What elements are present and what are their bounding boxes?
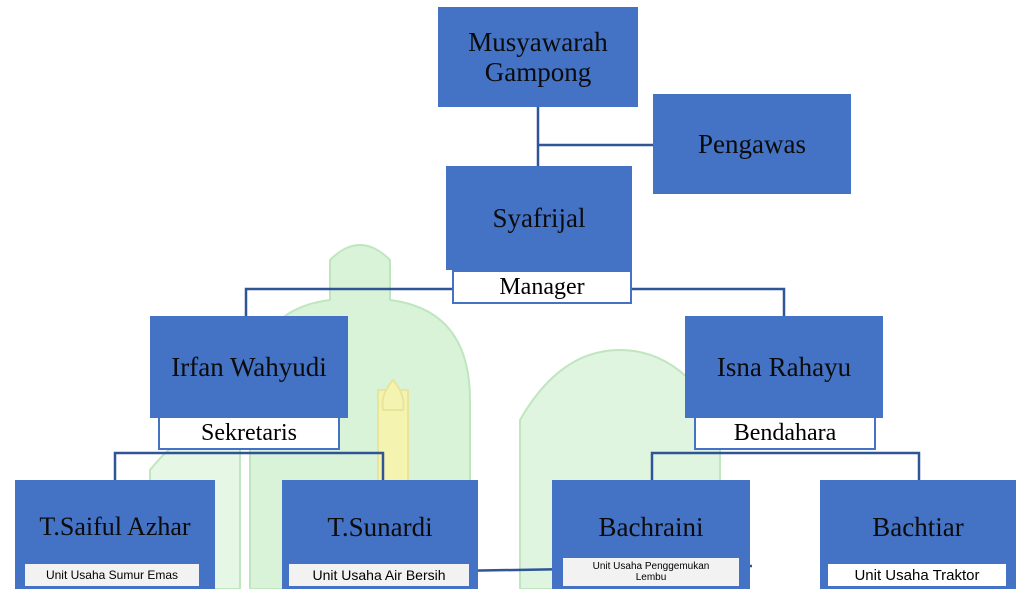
node-pengawas: Pengawas bbox=[653, 94, 851, 194]
connector-head-to-left bbox=[244, 287, 452, 318]
connector-head-to-right bbox=[632, 287, 786, 318]
unit-sumur-emas-label: Unit Usaha Sumur Emas bbox=[45, 568, 179, 582]
node-syafrijal: Syafrijal bbox=[446, 166, 632, 270]
node-pengawas-label: Pengawas bbox=[698, 129, 806, 159]
node-irfan-wahyudi-label: Irfan Wahyudi bbox=[171, 352, 327, 382]
node-sunardi-label: T.Sunardi bbox=[327, 512, 433, 542]
role-bendahara-label: Bendahara bbox=[733, 420, 837, 446]
role-sekretaris: Sekretaris bbox=[158, 416, 340, 450]
unit-air-bersih: Unit Usaha Air Bersih bbox=[288, 563, 470, 587]
node-musyawarah-gampong-label: Musyawarah Gampong bbox=[468, 27, 608, 87]
unit-sumur-emas: Unit Usaha Sumur Emas bbox=[24, 563, 200, 587]
unit-air-bersih-label: Unit Usaha Air Bersih bbox=[312, 567, 446, 583]
unit-traktor: Unit Usaha Traktor bbox=[827, 563, 1007, 587]
node-syafrijal-label: Syafrijal bbox=[492, 203, 586, 233]
node-isna-rahayu-label: Isna Rahayu bbox=[716, 352, 852, 382]
role-manager: Manager bbox=[452, 270, 632, 304]
role-sekretaris-label: Sekretaris bbox=[201, 420, 297, 446]
unit-penggemukan-lembu: Unit Usaha Penggemukan Lembu bbox=[562, 557, 740, 587]
node-saiful-azhar-label: T.Saiful Azhar bbox=[39, 512, 191, 541]
node-bachtiar-label: Bachtiar bbox=[872, 512, 964, 542]
node-isna-rahayu: Isna Rahayu bbox=[685, 316, 883, 418]
connector-left-branch bbox=[113, 451, 385, 482]
node-musyawarah-gampong: Musyawarah Gampong bbox=[438, 7, 638, 107]
node-irfan-wahyudi: Irfan Wahyudi bbox=[150, 316, 348, 418]
role-manager-label: Manager bbox=[499, 274, 585, 300]
connector-right-branch bbox=[650, 451, 921, 482]
unit-penggemukan-lembu-label: Unit Usaha Penggemukan Lembu bbox=[592, 561, 710, 583]
node-bachraini-label: Bachraini bbox=[598, 512, 704, 542]
role-bendahara: Bendahara bbox=[694, 416, 876, 450]
unit-traktor-label: Unit Usaha Traktor bbox=[854, 566, 980, 584]
